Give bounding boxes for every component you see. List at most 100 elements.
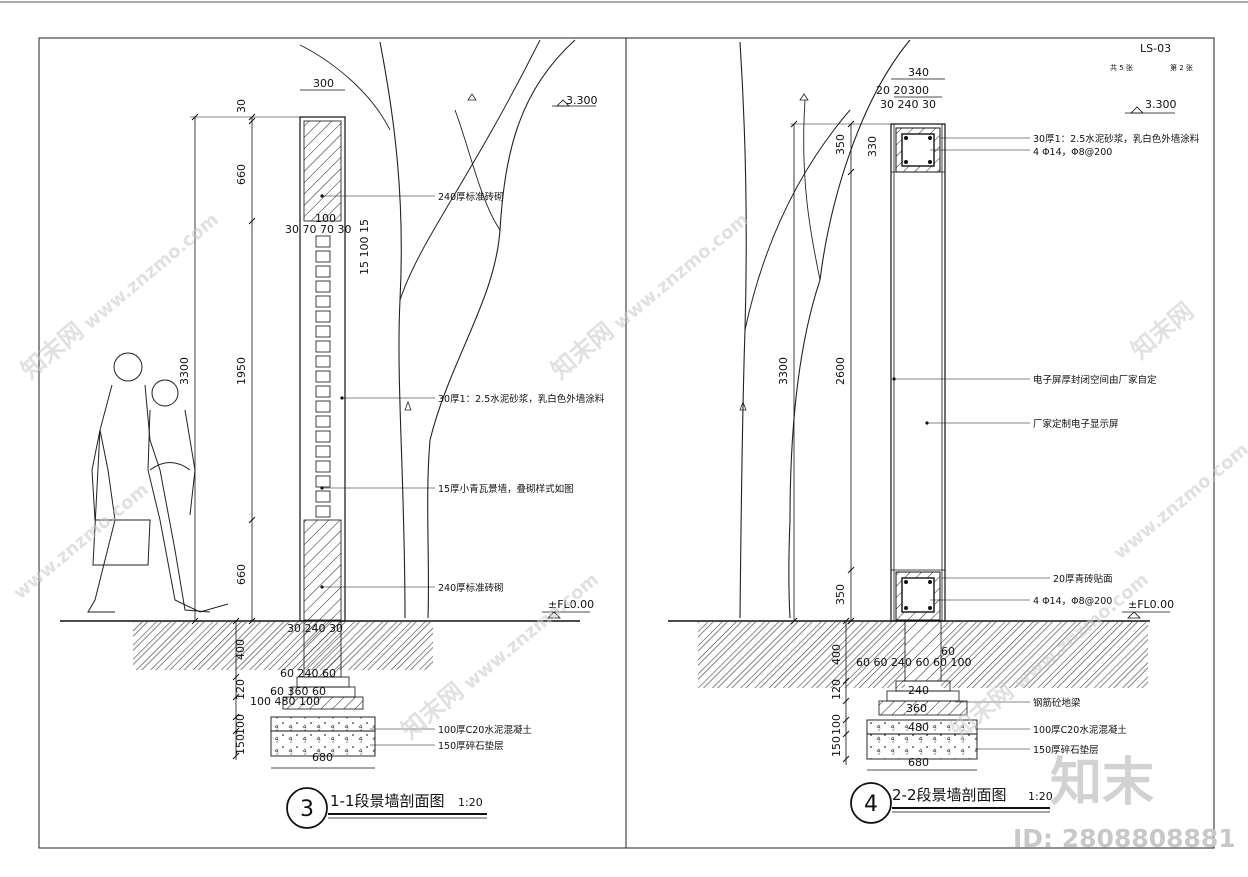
tile-unit — [315, 385, 331, 398]
s1-dim-100-480-100: 100 480 100 — [250, 695, 320, 708]
s2-dim-330: 330 — [866, 136, 879, 157]
dim-tick — [790, 617, 798, 625]
tile-unit — [315, 490, 331, 503]
s2-dim-350-bot: 350 — [834, 584, 847, 605]
s2-scale: 1:20 — [1028, 790, 1053, 803]
dim-tick — [842, 617, 850, 625]
s1-dim-30: 30 — [235, 99, 248, 113]
dim-tick — [842, 716, 850, 724]
foundation-stem-1 — [303, 620, 342, 678]
gravel-bed-1 — [270, 730, 376, 757]
tile-unit — [315, 340, 331, 353]
s1-note-brick-top: 240厚标准砖砌 — [438, 191, 504, 203]
s1-scale: 1:20 — [458, 796, 483, 809]
s2-note-concrete: 100厚C20水泥混凝土 — [1033, 724, 1127, 736]
s1-title-circle — [286, 787, 328, 829]
tile-unit — [315, 445, 331, 458]
s2-dim-300: 300 — [908, 84, 929, 97]
s2-elevation-top: 3.300 — [1145, 98, 1177, 111]
s1-dim-150: 150 — [234, 734, 247, 755]
brick-bottom-1 — [303, 519, 342, 621]
s1-title-number: 3 — [300, 797, 314, 822]
tile-unit — [315, 355, 331, 368]
s2-dim-680: 680 — [908, 756, 929, 769]
s1-note-gravel: 150厚碎石垫层 — [438, 740, 504, 752]
dim-tick — [248, 617, 256, 625]
dim-tick — [191, 617, 199, 625]
s2-note-tile-face: 20厚青砖贴面 — [1053, 573, 1113, 585]
s1-dim-660-top: 660 — [235, 164, 248, 185]
foundation-stem-2 — [904, 620, 942, 682]
s1-dim-15-100-15: 15 100 15 — [358, 219, 371, 275]
dim-tick — [842, 677, 850, 685]
s2-note-rebar-bot: 4 Φ14，Φ8@200 — [1033, 596, 1112, 607]
tree-trunk-right-1 — [427, 39, 576, 619]
tile-unit — [315, 460, 331, 473]
brick-top-1 — [303, 120, 342, 222]
s1-title: 1-1段景墙剖面图 — [330, 792, 445, 810]
gravel-bed-2 — [866, 733, 978, 760]
sheet-count: 共 5 张 — [1110, 63, 1133, 72]
tile-unit — [315, 250, 331, 263]
tile-unit — [315, 505, 331, 518]
s2-title: 2-2段景墙剖面图 — [892, 786, 1007, 804]
s2-dim-350-top: 350 — [834, 134, 847, 155]
s2-dim-400: 400 — [830, 644, 843, 665]
watermark-logo: 知末 — [1050, 753, 1154, 813]
section-2-drawing — [668, 39, 1175, 771]
dim-tick — [248, 217, 256, 225]
s2-dim-2600: 2600 — [834, 357, 847, 385]
sheet-code: LS-03 — [1140, 42, 1171, 55]
s1-dim-60-360-60: 60 360 60 — [270, 685, 326, 698]
s2-title-circle — [850, 782, 892, 824]
s1-dim-mid-30-70: 30 70 70 30 — [285, 223, 351, 236]
dim-tick — [191, 113, 199, 121]
dim-tick — [248, 117, 256, 125]
tree-trunk-left-1 — [379, 41, 406, 619]
right-frame — [625, 37, 1215, 849]
s2-dim-right-60: 60 — [941, 645, 955, 658]
s1-dim-60-240-60: 60 240 60 — [280, 667, 336, 680]
s1-note-brick-bot: 240厚标准砖砌 — [438, 582, 504, 594]
s1-dim-400: 400 — [234, 639, 247, 660]
tile-stack-1 — [315, 235, 331, 518]
s1-dim-680: 680 — [312, 751, 333, 764]
section-1-drawing — [60, 39, 596, 769]
s2-dim-240: 240 — [908, 684, 929, 697]
s1-dim-mid-100: 100 — [315, 212, 336, 225]
dim-tick — [248, 113, 256, 121]
sheet-number: 第 2 张 — [1170, 63, 1193, 72]
dim-tick — [248, 516, 256, 524]
s2-dim-3300: 3300 — [777, 357, 790, 385]
s2-note-rebar-top: 4 Φ14，Φ8@200 — [1033, 147, 1112, 158]
s2-note-footing: 钢筋砼地梁 — [1033, 697, 1081, 709]
s2-dim-340: 340 — [908, 66, 929, 79]
s1-elevation-top: 3.300 — [566, 94, 598, 107]
s2-dim-100: 100 — [830, 714, 843, 735]
s1-note-tile: 15厚小青瓦景墙，叠砌样式如图 — [438, 483, 574, 495]
tile-unit — [315, 400, 331, 413]
s2-note-plaster: 30厚1：2.5水泥砂浆，乳白色外墙涂料 — [1033, 133, 1200, 145]
s2-dim-30-240-30: 30 240 30 — [880, 98, 936, 111]
s2-note-screen-space: 电子屏厚封闭空间由厂家自定 — [1033, 374, 1157, 386]
dim-tick — [847, 566, 855, 574]
s2-dim-120: 120 — [830, 679, 843, 700]
tile-unit — [315, 325, 331, 338]
s1-dim-1950: 1950 — [235, 357, 248, 385]
s2-note-gravel: 150厚碎石垫层 — [1033, 744, 1099, 756]
dim-tick — [842, 730, 850, 738]
dim-tick — [847, 120, 855, 128]
dim-tick — [790, 120, 798, 128]
s2-dim-480: 480 — [908, 721, 929, 734]
tile-unit — [315, 415, 331, 428]
tile-unit — [315, 310, 331, 323]
s2-dim-360: 360 — [906, 702, 927, 715]
people-figures-1 — [87, 352, 229, 613]
s1-note-plaster: 30厚1：2.5水泥砂浆，乳白色外墙涂料 — [438, 393, 605, 405]
dim-ticks-2 — [790, 120, 855, 763]
s2-dim-base-row: 60 60 240 60 60 100 — [856, 656, 971, 669]
s1-dim-30-240-30: 30 240 30 — [287, 622, 343, 635]
watermark-id: ID: 2808808881 — [1013, 824, 1236, 853]
tile-unit — [315, 430, 331, 443]
s1-ground-level: ±FL0.00 — [548, 598, 594, 611]
